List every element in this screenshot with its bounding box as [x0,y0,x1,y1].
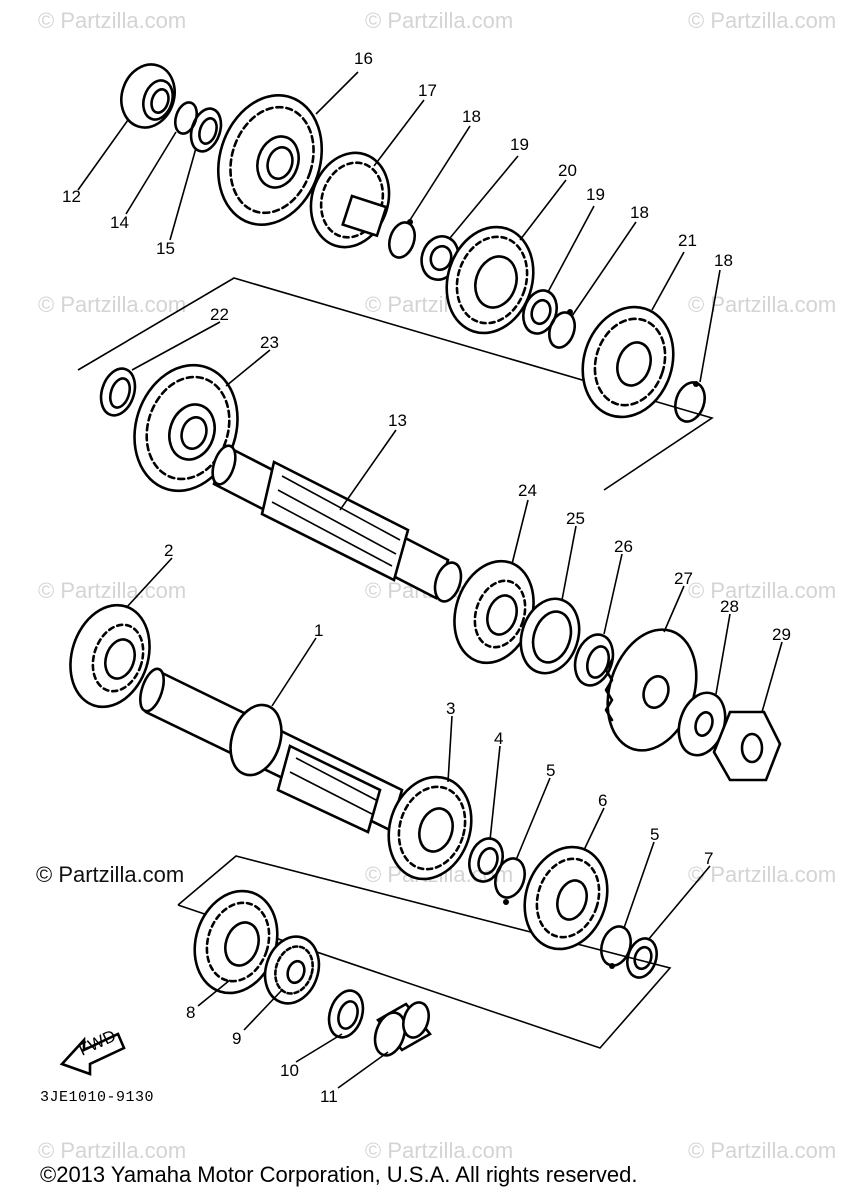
watermark: © Partzilla.com [688,8,837,33]
part-29-nut[interactable] [712,710,782,782]
callout-18: 18 [462,107,481,126]
fwd-arrow-icon: FWD [59,1026,126,1076]
watermark: © Partzilla.com [38,578,187,603]
part-3-gear[interactable] [376,766,484,890]
callout-3: 3 [446,699,455,718]
callout-11: 11 [320,1087,338,1106]
watermark: © Partzilla.com [688,862,837,887]
part-16-gear[interactable] [202,82,338,238]
part-2-bearing[interactable] [58,595,162,717]
part-11-needle-bearing[interactable] [370,999,433,1059]
assembly-outline-upper [77,277,714,491]
callout-19: 19 [586,185,605,204]
callout-17: 17 [418,81,437,100]
part-7-washer[interactable] [623,935,662,982]
assembly-outline-lower [177,855,672,1049]
watermark: © Partzilla.com [38,292,187,317]
callout-8: 8 [186,1003,195,1022]
callout-23: 23 [260,333,279,352]
callout-13: 13 [388,411,407,430]
callout-27: 27 [674,569,693,588]
drawing-code: 3JE1010-9130 [40,1089,155,1106]
part-23-gear[interactable] [119,352,254,505]
part-13-main-axle[interactable] [208,443,465,605]
part-18-circlip[interactable] [385,219,419,261]
callout-26: 26 [614,537,633,556]
callout-25: 25 [566,509,585,528]
callout-16: 16 [354,49,373,68]
part-17-gear[interactable] [299,143,401,258]
watermark: © Partzilla.com [38,8,187,33]
callout-labels: 1 2 3 4 5 5 6 7 8 9 10 11 12 13 14 15 16… [62,49,791,1106]
leader-lines [77,71,783,1089]
callout-29: 29 [772,625,791,644]
part-18-circlip[interactable] [671,379,710,426]
part-26-collar[interactable] [569,630,619,691]
callout-20: 20 [558,161,577,180]
part-20-gear[interactable] [433,216,546,345]
callout-10: 10 [280,1061,299,1080]
callout-5: 5 [546,761,555,780]
brand-mark: © Partzilla.com [36,862,185,887]
part-22-washer[interactable] [95,364,140,420]
part-18-circlip[interactable] [545,309,579,351]
callout-14: 14 [110,213,129,232]
watermark: © Partzilla.com [688,578,837,603]
watermark: © Partzilla.com [365,1138,514,1163]
callout-7: 7 [704,849,713,868]
watermark: © Partzilla.com [365,8,514,33]
watermark: © Partzilla.com [688,1138,837,1163]
callout-22: 22 [210,305,229,324]
callout-6: 6 [598,791,607,810]
part-10-washer[interactable] [323,986,368,1042]
callout-2: 2 [164,541,173,560]
callout-12: 12 [62,187,81,206]
callout-18: 18 [630,203,649,222]
part-15-washer[interactable] [186,105,226,155]
copyright-notice: ©2013 Yamaha Motor Corporation, U.S.A. A… [40,1162,638,1187]
part-21-gear[interactable] [569,295,687,429]
part-9-gear[interactable] [257,930,327,1011]
callout-19: 19 [510,135,529,154]
callout-15: 15 [156,239,175,258]
callout-18: 18 [714,251,733,270]
callout-9: 9 [232,1029,241,1048]
callout-21: 21 [678,231,697,250]
watermark: © Partzilla.com [38,1138,187,1163]
callout-5: 5 [650,825,659,844]
part-1-drive-axle[interactable] [136,666,404,834]
part-6-gear[interactable] [512,836,620,960]
callout-24: 24 [518,481,537,500]
part-12-bearing[interactable] [113,58,182,135]
part-4-washer[interactable] [464,834,508,886]
callout-4: 4 [494,729,503,748]
callout-28: 28 [720,597,739,616]
part-5-circlip[interactable] [597,923,636,970]
callout-1: 1 [314,621,323,640]
